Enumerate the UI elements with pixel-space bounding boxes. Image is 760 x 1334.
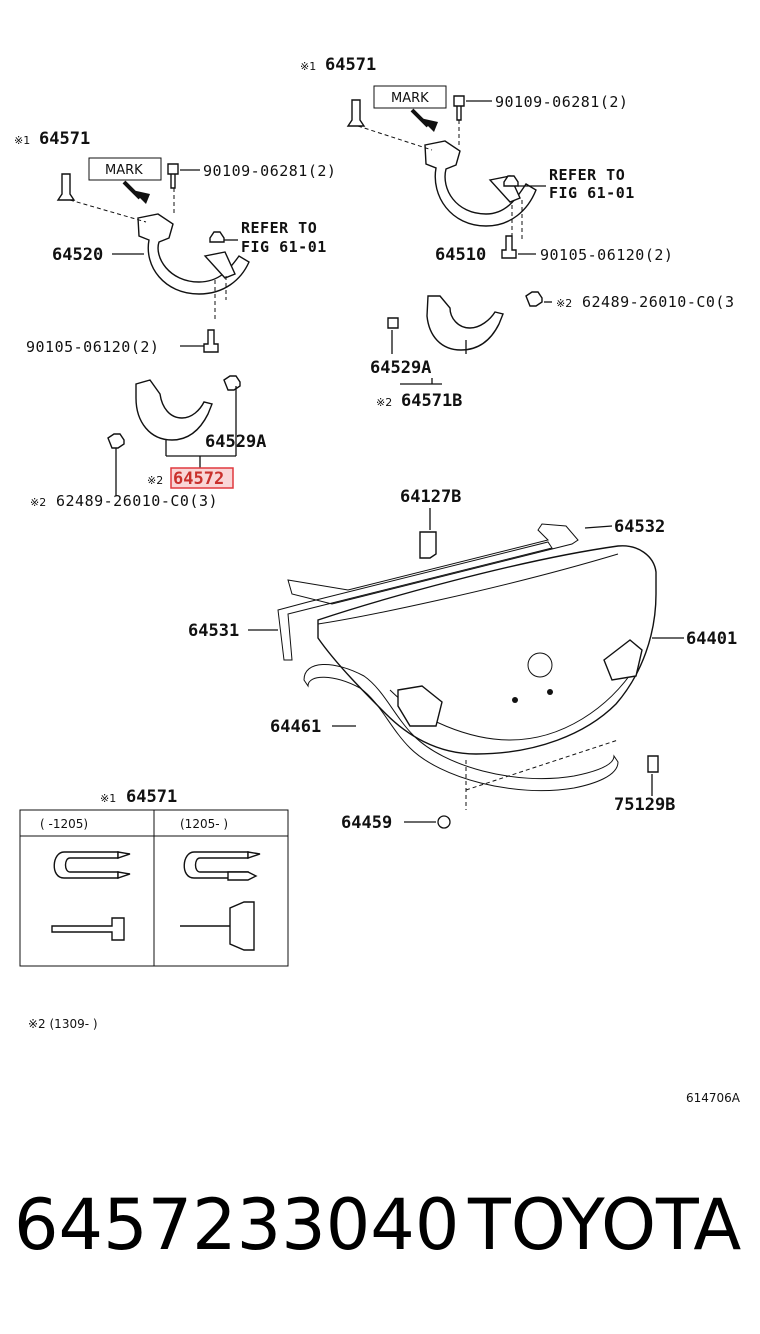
- hinge-cover-right: ※2 62489-26010-C0(3 64529A ※2 64571B: [370, 291, 735, 411]
- clip-right-small: [387, 317, 399, 329]
- hinge-cover-left: 64529A ※2 64572 ※2 62489-26010-C0(3): [30, 375, 266, 510]
- table-header-old: ( -1205): [40, 817, 88, 831]
- mark-box-left: [88, 157, 162, 181]
- label-64532[interactable]: 64532: [614, 517, 665, 537]
- label-bolt-bottom-left[interactable]: 90105-06120(2): [26, 338, 159, 356]
- clip-left-top: [223, 375, 241, 391]
- label-64127B[interactable]: 64127B: [400, 487, 461, 507]
- mark-label-left: MARK: [105, 163, 143, 178]
- hinge-cover-left-shape: [135, 379, 213, 441]
- lid-hole: [512, 697, 518, 703]
- label-clip-left[interactable]: 62489-26010-C0(3): [56, 492, 218, 510]
- label-75129B[interactable]: 75129B: [614, 795, 675, 815]
- lid-cutout-right: [603, 639, 643, 681]
- bolt-bottom-right: [501, 235, 517, 259]
- refer-right-2[interactable]: FIG 61-01: [549, 184, 635, 202]
- bolt-top-left: [167, 163, 179, 189]
- clip-right: [525, 291, 543, 307]
- refer-left-1: REFER TO: [241, 219, 317, 237]
- ref-mark: ※2: [556, 297, 572, 310]
- note-star2-date: ※2 (1309- ): [28, 1017, 98, 1031]
- lid-cutout-left: [397, 685, 443, 727]
- hinge-assembly-right: ※1 64571 MARK 90109-06281(2) REFER TO FI…: [300, 55, 673, 265]
- label-64529A-left[interactable]: 64529A: [205, 432, 266, 452]
- label-64520[interactable]: 64520: [52, 245, 103, 265]
- label-64572-highlighted[interactable]: 64572: [173, 469, 224, 489]
- hinge-plate-left: [203, 251, 236, 279]
- label-64401[interactable]: 64401: [686, 629, 737, 649]
- stopper-64127B: [419, 531, 437, 559]
- refer-right-1: REFER TO: [549, 166, 625, 184]
- ref-mark: ※2: [30, 496, 46, 509]
- nut-left: [209, 231, 225, 243]
- hinge-arm-right: [424, 140, 537, 227]
- label-bolt-top-left[interactable]: 90109-06281(2): [203, 162, 336, 180]
- highlight-box-64572: [170, 467, 234, 489]
- clip-pin-right: [346, 99, 366, 127]
- cushion-75129B: [647, 755, 659, 773]
- part-number-heading: 6457233040: [14, 1184, 460, 1266]
- label-bolt-top-right[interactable]: 90109-06281(2): [495, 93, 628, 111]
- clip-old-top: [53, 851, 119, 879]
- plug-64459: [437, 815, 451, 829]
- clip-left: [107, 433, 125, 449]
- label-64510[interactable]: 64510: [435, 245, 486, 265]
- leader: [584, 525, 613, 529]
- ref-mark: ※1: [300, 60, 316, 73]
- mark-box-right: [373, 85, 447, 109]
- ref-mark: ※2: [376, 396, 392, 409]
- ref-mark: ※1: [100, 792, 116, 805]
- label-64571-left[interactable]: 64571: [39, 129, 90, 149]
- clip-new-pin: [180, 901, 255, 951]
- label-64459[interactable]: 64459: [341, 813, 392, 833]
- clip-new-tips: [227, 851, 261, 881]
- label-bolt-bottom-right[interactable]: 90105-06120(2): [540, 246, 673, 264]
- diagram-code: 614706A: [686, 1091, 741, 1105]
- label-64571B[interactable]: 64571B: [401, 391, 462, 411]
- hinge-arm-left: [137, 213, 250, 295]
- label-64531[interactable]: 64531: [188, 621, 239, 641]
- dash-line: [465, 739, 619, 791]
- clip-old-pin: [51, 917, 125, 941]
- arrow-shaft: [410, 108, 430, 128]
- hinge-cover-right-shape: [426, 295, 504, 351]
- lid-hole: [547, 689, 553, 695]
- clip-pin-left: [56, 173, 76, 201]
- table-header-new: (1205- ): [180, 817, 228, 831]
- label-64571-right[interactable]: 64571: [325, 55, 376, 75]
- emblem-hole: [527, 652, 553, 678]
- trunk-lid-assembly: 64127B 64532 64531 64401 64461 64459: [188, 487, 737, 833]
- label-64571-table[interactable]: 64571: [126, 787, 177, 807]
- bolt-bottom-left: [203, 329, 219, 353]
- arrow-shaft: [122, 180, 142, 200]
- brand-heading: TOYOTA: [468, 1184, 742, 1266]
- dash-line: [357, 125, 433, 151]
- mark-label-right: MARK: [391, 91, 429, 106]
- label-64529A-right[interactable]: 64529A: [370, 358, 431, 378]
- weatherstrip-64461: [303, 664, 619, 792]
- ref-mark: ※2: [147, 474, 163, 487]
- clip-old-tips: [117, 851, 131, 879]
- hinge-assembly-left: ※1 64571 MARK 90109-06281(2) REFER TO FI…: [14, 129, 336, 356]
- lid-crease: [317, 553, 619, 625]
- dash-line: [69, 199, 147, 223]
- refer-left-2[interactable]: FIG 61-01: [241, 238, 327, 256]
- clip-variant-table: ※1 64571 ( -1205) (1205- ): [19, 787, 289, 967]
- torsion-bar-64531: [277, 541, 553, 661]
- torsion-bar-64532: [287, 523, 579, 605]
- trunk-lid-panel: [317, 545, 657, 755]
- bolt-top-right: [453, 95, 465, 121]
- label-64461[interactable]: 64461: [270, 717, 321, 737]
- nut-right: [503, 175, 519, 187]
- ref-mark: ※1: [14, 134, 30, 147]
- label-clip-right[interactable]: 62489-26010-C0(3: [582, 293, 735, 311]
